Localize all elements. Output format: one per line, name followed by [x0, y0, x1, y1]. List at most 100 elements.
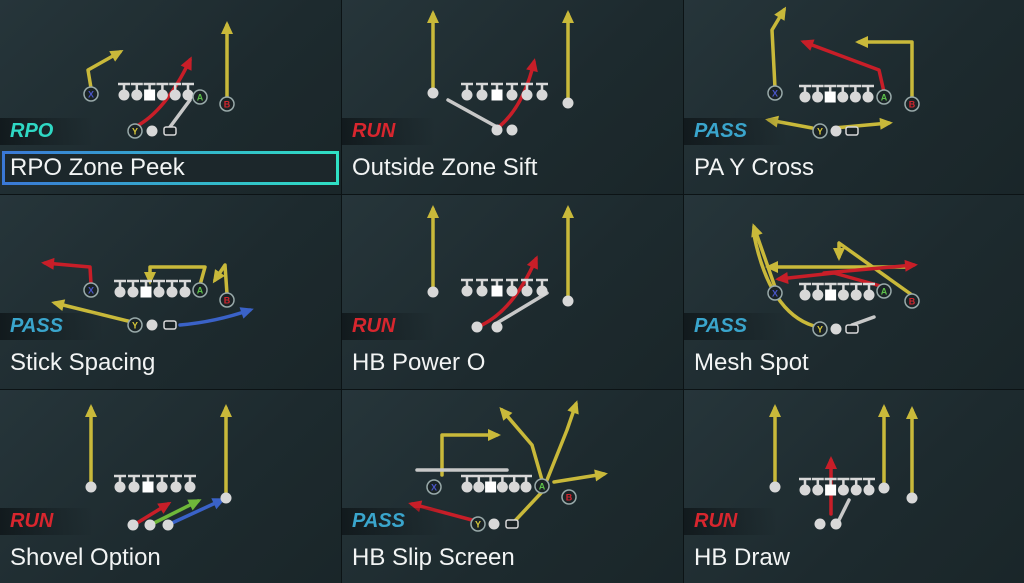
player-circle	[906, 492, 918, 504]
route-arrowhead	[567, 400, 579, 415]
lineman-circle	[128, 481, 140, 493]
receiver-letter: X	[772, 289, 778, 299]
route-arrowhead	[157, 501, 172, 514]
lineman-circle	[863, 289, 875, 301]
receiver-y-icon	[127, 317, 143, 333]
route-line	[770, 8, 786, 90]
player-circle	[220, 492, 232, 504]
lineman-circle	[461, 89, 473, 101]
receiver-letter: A	[881, 287, 888, 297]
play-name: Mesh Spot	[694, 349, 809, 376]
route-arrowhead	[220, 404, 232, 417]
receiver-letter: Y	[475, 520, 481, 530]
route-arrowhead	[769, 404, 781, 417]
rb-marker	[845, 324, 859, 334]
route-line	[170, 498, 224, 525]
player-circle	[562, 295, 574, 307]
receiver-x-icon	[767, 85, 783, 101]
lineman-circle	[114, 481, 126, 493]
lineman-circle	[118, 89, 130, 101]
route-line	[53, 301, 130, 323]
lineman-circle	[799, 289, 811, 301]
play-diagram	[769, 404, 918, 530]
receiver-letter: B	[566, 493, 573, 503]
play-name: HB Draw	[694, 544, 791, 571]
route-arrowhead	[85, 404, 97, 417]
lineman-circle	[521, 89, 533, 101]
center-square	[825, 484, 837, 496]
route-line	[510, 490, 544, 526]
route-line	[545, 402, 578, 482]
play-type-label: RUN	[342, 118, 436, 145]
player-circle	[427, 87, 439, 99]
route-arrowhead	[109, 50, 124, 62]
play-name: Stick Spacing	[10, 349, 156, 376]
route-line	[133, 58, 192, 129]
center-square	[140, 286, 152, 298]
player-circle	[144, 519, 156, 531]
route-arrowhead	[180, 56, 192, 71]
lineman-circle	[131, 89, 143, 101]
lineman-circle	[812, 289, 824, 301]
route-line	[777, 271, 886, 289]
route-arrowhead	[526, 58, 538, 73]
lineman-circle	[812, 484, 824, 496]
player-circle	[830, 518, 842, 530]
play-type-label: RPO	[0, 118, 94, 145]
route-arrowhead	[427, 10, 439, 23]
play-type-label: RUN	[0, 508, 94, 535]
receiver-letter: B	[224, 100, 231, 110]
lineman-circle	[536, 89, 548, 101]
lineman-circle	[153, 286, 165, 298]
route-arrowhead	[562, 205, 574, 218]
receiver-b-icon	[219, 96, 235, 112]
center-square	[491, 285, 503, 297]
center-square	[825, 289, 837, 301]
receiver-letter: X	[88, 286, 94, 296]
play-name: RPO Zone Peek	[2, 151, 339, 185]
lineman-circle	[496, 481, 508, 493]
route-line	[752, 225, 777, 289]
lineman-circle	[850, 289, 862, 301]
player-circle	[506, 124, 518, 136]
receiver-letter: X	[88, 90, 94, 100]
route-arrowhead	[906, 406, 918, 419]
player-circle	[162, 519, 174, 531]
player-circle	[830, 323, 842, 335]
route-arrowhead	[775, 272, 789, 284]
lineman-circle	[506, 89, 518, 101]
route-arrowhead	[144, 272, 156, 285]
play-name: PA Y Cross	[694, 154, 815, 181]
receiver-b-icon	[904, 293, 920, 309]
route-line	[178, 308, 252, 327]
player-circle	[427, 286, 439, 298]
lineman-circle	[506, 285, 518, 297]
receiver-letter: X	[431, 483, 437, 493]
receiver-b-icon	[561, 489, 577, 505]
player-circle	[488, 518, 500, 530]
receiver-letter: A	[197, 286, 204, 296]
lineman-circle	[184, 481, 196, 493]
center-square	[824, 91, 836, 103]
receiver-b-icon	[219, 292, 235, 308]
lineman-circle	[156, 481, 168, 493]
play-type-label: PASS	[684, 118, 787, 145]
route-arrowhead	[51, 299, 66, 311]
receiver-letter: A	[881, 93, 888, 103]
receiver-letter: X	[772, 89, 778, 99]
lineman-circle	[862, 91, 874, 103]
play-diagram	[85, 404, 232, 531]
route-line	[86, 50, 122, 90]
